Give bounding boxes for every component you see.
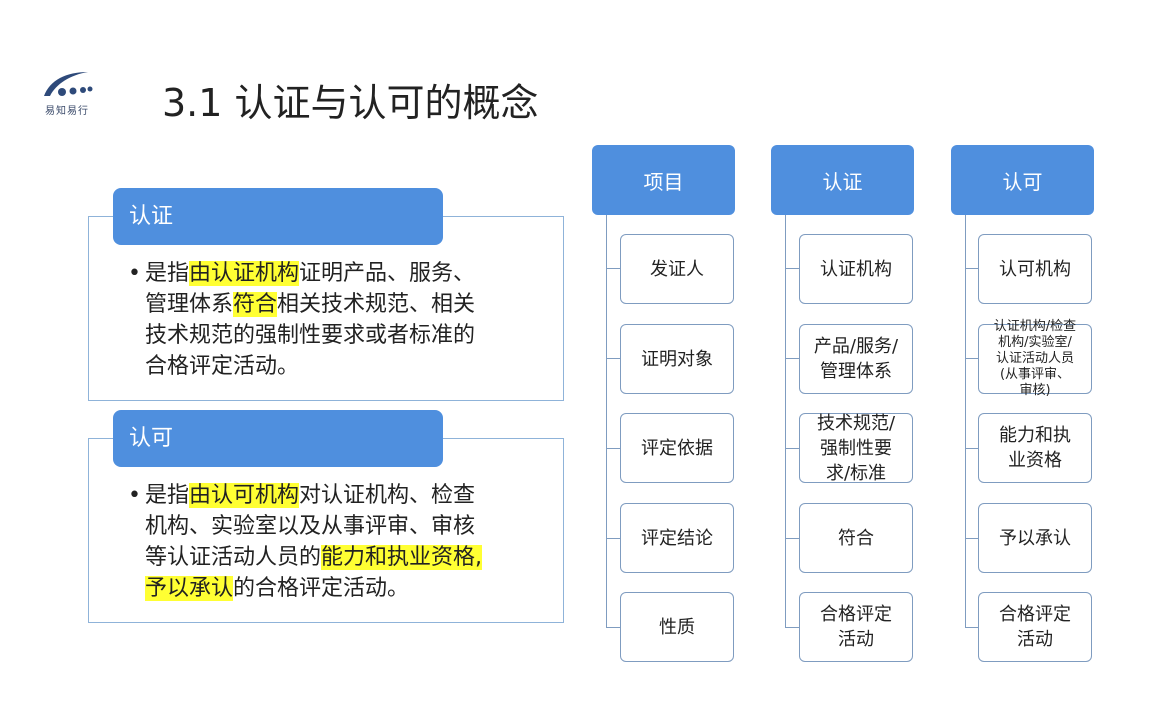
logo-text: 易知易行 <box>45 106 89 117</box>
logo-mark-icon <box>44 72 93 96</box>
definition-line: 技术规范的强制性要求或者标准的 <box>145 320 548 351</box>
definition-text: 机构、实验室以及从事评审、审核 <box>145 514 476 539</box>
row-connector <box>785 538 799 539</box>
bullet-icon: • <box>128 483 141 508</box>
row-connector <box>965 627 979 628</box>
cell-cert-conclusion: 符合 <box>799 503 913 573</box>
definition-text: 是指 <box>145 261 190 286</box>
column-connector <box>785 215 786 627</box>
definition-text: 证明产品、服务、 <box>299 261 476 286</box>
definition-line: 管理体系符合相关技术规范、相关 <box>145 289 548 320</box>
definition-box-certification <box>88 216 564 401</box>
definition-line: 等认证活动人员的能力和执业资格, <box>145 542 548 573</box>
cell-accr-object: 认证机构/检查 机构/实验室/ 认证活动人员 (从事评审、 审核) <box>978 319 1092 398</box>
row-connector <box>785 268 799 269</box>
column-header-certification: 认证 <box>771 145 914 215</box>
cell-item-conclusion: 评定结论 <box>620 503 734 573</box>
row-connector <box>606 627 620 628</box>
row-connector <box>965 448 979 449</box>
row-connector <box>785 627 799 628</box>
cell-item-nature: 性质 <box>620 592 734 662</box>
highlighted-text: 能力和执业资格, <box>321 545 483 570</box>
highlighted-text: 由认可机构 <box>189 483 300 508</box>
definition-line: 予以承认的合格评定活动。 <box>145 573 548 604</box>
definition-text: 是指 <box>145 483 190 508</box>
definition-text: 对认证机构、检查 <box>299 483 476 508</box>
column-connector <box>965 215 966 627</box>
definition-text: 等认证活动人员的 <box>145 545 322 570</box>
highlighted-text: 予以承认 <box>145 576 234 601</box>
definition-text: 管理体系 <box>145 292 234 317</box>
highlighted-text: 由认证机构 <box>189 261 300 286</box>
page-title: 3.1 认证与认可的概念 <box>162 81 539 125</box>
definition-text: 合格评定活动。 <box>145 354 300 379</box>
row-connector <box>965 538 979 539</box>
definition-line: 机构、实验室以及从事评审、审核 <box>145 511 548 542</box>
cell-item-basis: 评定依据 <box>620 413 734 483</box>
cell-cert-nature: 合格评定 活动 <box>799 592 913 662</box>
definition-line: 是指由认证机构证明产品、服务、 <box>145 258 548 289</box>
definition-text-accreditation: • 是指由认可机构对认证机构、检查机构、实验室以及从事评审、审核等认证活动人员的… <box>128 480 548 604</box>
logo <box>40 66 94 118</box>
cell-cert-object: 产品/服务/ 管理体系 <box>799 324 913 394</box>
definition-tag-accreditation: 认可 <box>113 410 443 467</box>
row-connector <box>606 268 620 269</box>
definition-line: 合格评定活动。 <box>145 351 548 382</box>
cell-item-issuer: 发证人 <box>620 234 734 304</box>
cell-accr-nature: 合格评定 活动 <box>978 592 1092 662</box>
row-connector <box>606 358 620 359</box>
cell-cert-issuer: 认证机构 <box>799 234 913 304</box>
cell-cert-basis: 技术规范/ 强制性要 求/标准 <box>799 413 913 484</box>
definition-tag-certification: 认证 <box>113 188 443 245</box>
row-connector <box>606 448 620 449</box>
definition-text: 技术规范的强制性要求或者标准的 <box>145 323 476 348</box>
column-connector <box>606 215 607 627</box>
definition-text: 的合格评定活动。 <box>233 576 410 601</box>
bullet-icon: • <box>128 261 141 286</box>
cell-item-object: 证明对象 <box>620 324 734 394</box>
row-connector <box>606 538 620 539</box>
cell-accr-conclusion: 予以承认 <box>978 503 1092 573</box>
row-connector <box>965 358 979 359</box>
definition-lines: 是指由认可机构对认证机构、检查机构、实验室以及从事评审、审核等认证活动人员的能力… <box>145 480 548 604</box>
cell-accr-issuer: 认可机构 <box>978 234 1092 304</box>
definition-line: 是指由认可机构对认证机构、检查 <box>145 480 548 511</box>
definition-lines: 是指由认证机构证明产品、服务、管理体系符合相关技术规范、相关技术规范的强制性要求… <box>145 258 548 382</box>
row-connector <box>965 268 979 269</box>
column-header-accreditation: 认可 <box>951 145 1094 215</box>
cell-accr-basis: 能力和执 业资格 <box>978 413 1092 483</box>
definition-text-certification: • 是指由认证机构证明产品、服务、管理体系符合相关技术规范、相关技术规范的强制性… <box>128 258 548 382</box>
row-connector <box>785 358 799 359</box>
row-connector <box>785 448 799 449</box>
column-header-item: 项目 <box>592 145 735 215</box>
highlighted-text: 符合 <box>233 292 278 317</box>
definition-text: 相关技术规范、相关 <box>277 292 476 317</box>
